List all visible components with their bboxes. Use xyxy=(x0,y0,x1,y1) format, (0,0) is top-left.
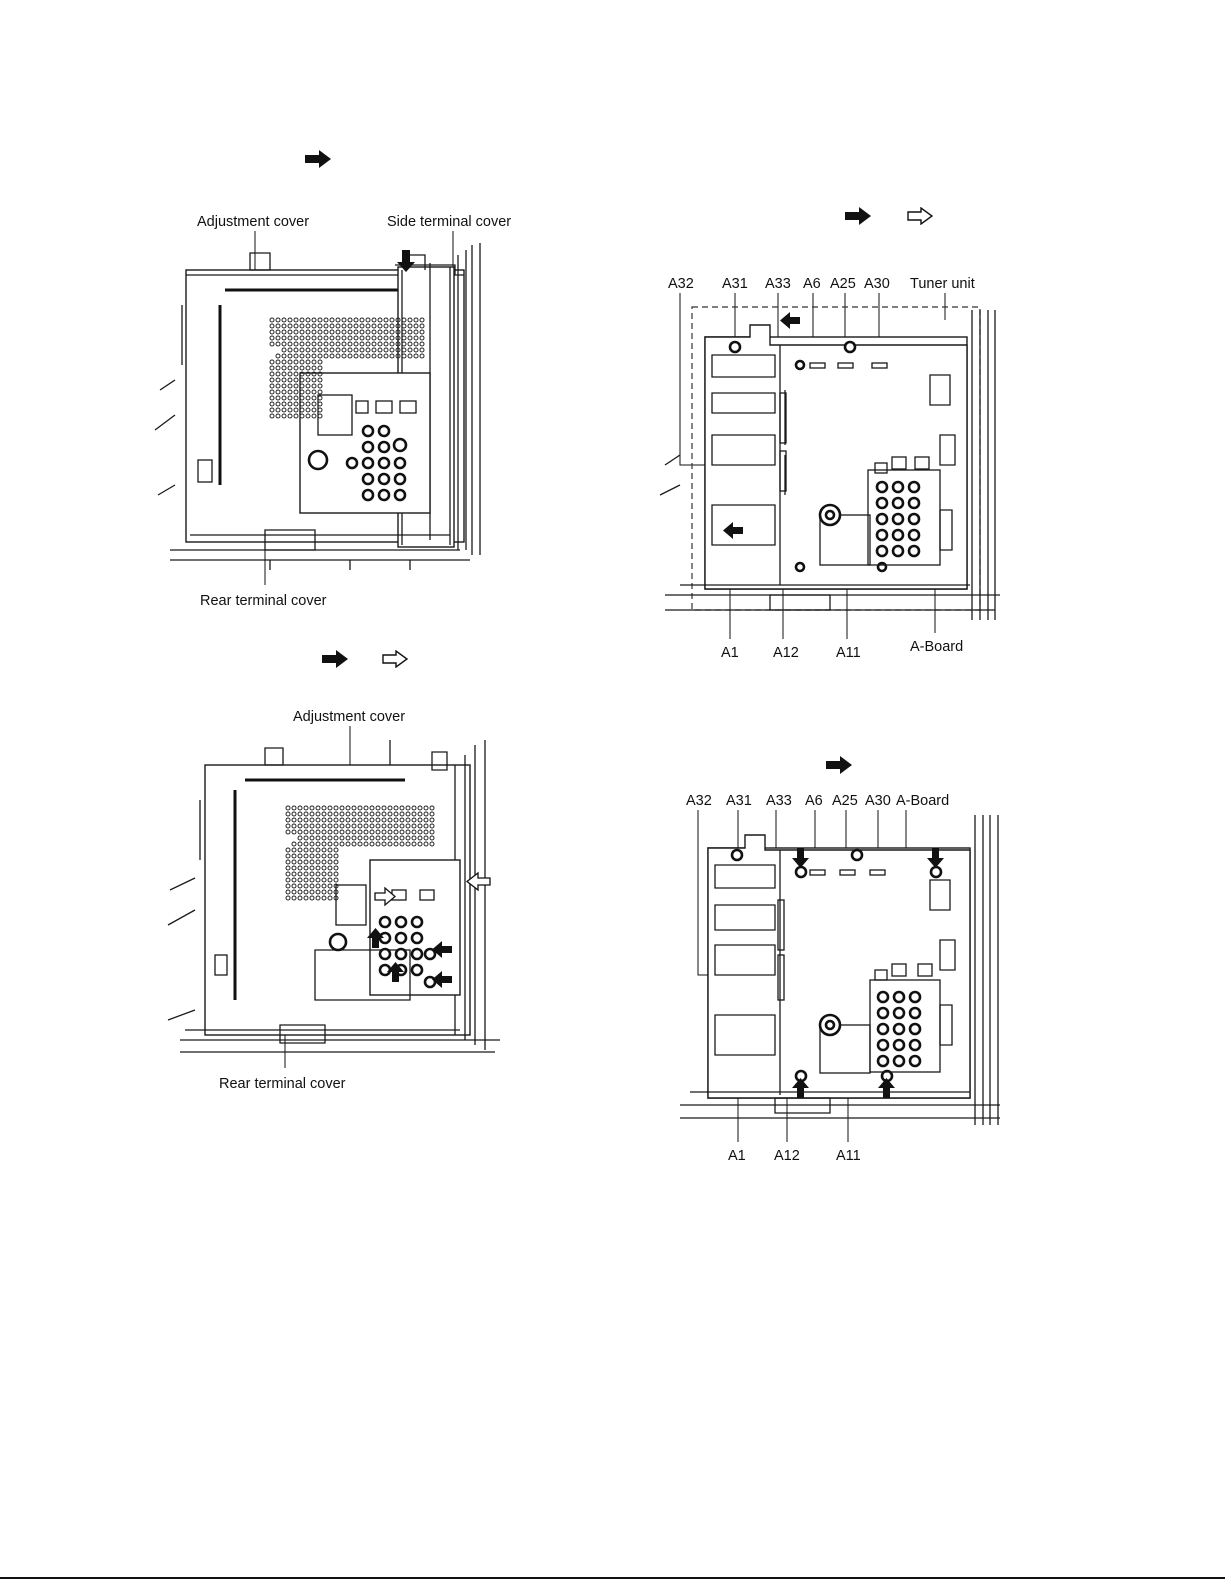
chassis-drawing xyxy=(160,700,510,1100)
chassis-drawing xyxy=(150,205,530,615)
solid-arrow-icon xyxy=(322,650,348,668)
figure-3-a-board-connectors: A32 A31 A33 A6 A25 A30 Tuner unit A1 A12… xyxy=(650,265,1020,675)
board-drawing xyxy=(650,265,1020,675)
solid-arrow-icon xyxy=(845,207,871,225)
page-bottom-rule xyxy=(0,1577,1225,1579)
solid-arrow-icon xyxy=(305,150,331,168)
outline-arrow-icon xyxy=(907,207,933,225)
figure-4-a-board-screws: A32 A31 A33 A6 A25 A30 A-Board A1 A12 A1… xyxy=(670,780,1020,1170)
outline-arrow-icon xyxy=(382,650,408,668)
solid-arrow-icon xyxy=(826,756,852,774)
board-drawing xyxy=(670,780,1020,1170)
figure-1-rear-terminal-cover: Adjustment cover Side terminal cover Rea… xyxy=(150,205,530,615)
figure-2-adjustment-cover: Adjustment cover Rear terminal cover xyxy=(160,700,510,1100)
